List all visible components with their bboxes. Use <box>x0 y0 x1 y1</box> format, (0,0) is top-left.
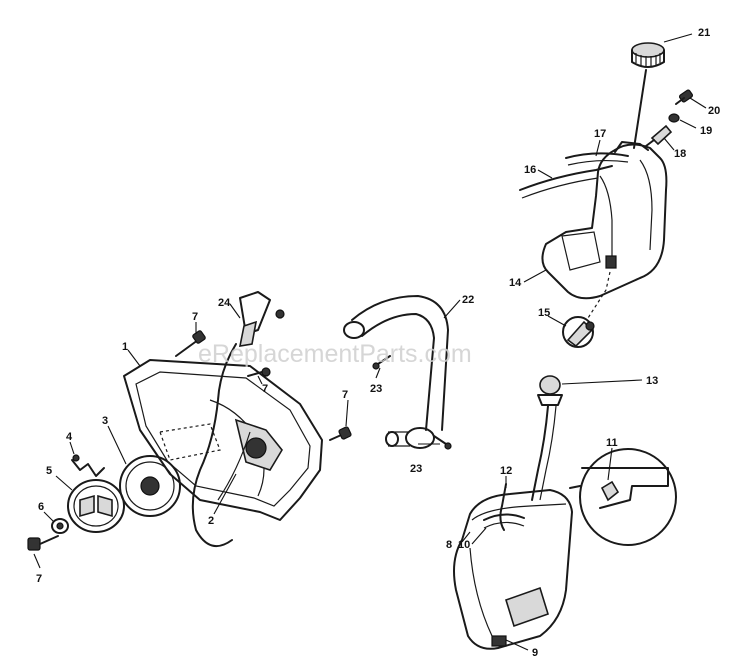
callout-7-right: 7 <box>342 389 348 401</box>
callout-13: 13 <box>646 375 658 387</box>
hose-10-inner <box>483 521 525 529</box>
watermark: eReplacementParts.com <box>198 340 472 368</box>
callout-15: 15 <box>538 307 550 319</box>
fuel-filter-13[interactable] <box>537 375 563 406</box>
fuel-line-13-inner <box>539 405 557 501</box>
callout-16: 16 <box>524 164 536 176</box>
leader-lines <box>33 33 707 651</box>
hose-10[interactable] <box>483 513 525 521</box>
drum-3[interactable] <box>119 455 181 517</box>
hose-17-inner <box>567 159 629 166</box>
cap-tether <box>633 69 647 149</box>
callout-20: 20 <box>708 105 720 117</box>
pulley-5[interactable] <box>67 479 125 533</box>
inset-detail-11 <box>569 448 677 546</box>
callout-5: 5 <box>46 465 52 477</box>
washer-19[interactable] <box>668 113 680 123</box>
bolt-7-right[interactable] <box>329 426 352 441</box>
screw-23-top[interactable] <box>372 355 391 370</box>
handle-bar-22[interactable] <box>343 295 449 449</box>
hose-16[interactable] <box>519 165 613 191</box>
tank-cap-21[interactable] <box>631 42 665 68</box>
bolt-7-bottom[interactable] <box>27 535 59 551</box>
callout-17: 17 <box>594 128 606 140</box>
hose-12[interactable] <box>499 483 507 531</box>
bolt-7-mid[interactable] <box>247 367 271 377</box>
screw-23-bottom[interactable] <box>433 435 452 450</box>
hose-16-inner <box>521 177 599 199</box>
bracket-24[interactable] <box>238 291 285 347</box>
callout-23-bottom: 23 <box>410 463 422 475</box>
callout-8: 8 <box>446 539 452 551</box>
callout-3: 3 <box>102 415 108 427</box>
washer-6[interactable] <box>51 518 69 534</box>
link-line-14-15 <box>587 271 611 319</box>
callout-14: 14 <box>509 277 522 289</box>
callout-9: 9 <box>532 647 538 659</box>
callout-6: 6 <box>38 501 44 513</box>
callout-7-mid: 7 <box>262 383 268 395</box>
callout-4: 4 <box>66 431 73 443</box>
callout-11: 11 <box>606 437 618 449</box>
callout-24: 24 <box>218 297 231 309</box>
fitting-15[interactable] <box>562 316 595 348</box>
callout-23-top: 23 <box>370 383 382 395</box>
callout-21: 21 <box>698 27 710 39</box>
fuel-tank-8[interactable] <box>453 489 573 650</box>
side-cover-1[interactable] <box>123 359 323 521</box>
cable-2[interactable] <box>191 343 237 548</box>
fuel-line-13[interactable] <box>531 405 549 501</box>
fitting-20[interactable] <box>675 89 694 105</box>
callout-19: 19 <box>700 125 712 137</box>
callout-2: 2 <box>208 515 214 527</box>
callout-1: 1 <box>122 341 128 353</box>
callout-10: 10 <box>458 539 470 551</box>
callout-22: 22 <box>462 294 474 306</box>
callout-18: 18 <box>674 148 686 160</box>
callout-7-bottom: 7 <box>36 573 42 585</box>
fitting-18[interactable] <box>645 124 673 147</box>
callout-7-top: 7 <box>192 311 198 323</box>
spring-4[interactable] <box>71 454 105 477</box>
cable-2-branch <box>217 431 251 501</box>
callout-12: 12 <box>500 465 512 477</box>
oil-tank-14[interactable] <box>541 141 668 300</box>
